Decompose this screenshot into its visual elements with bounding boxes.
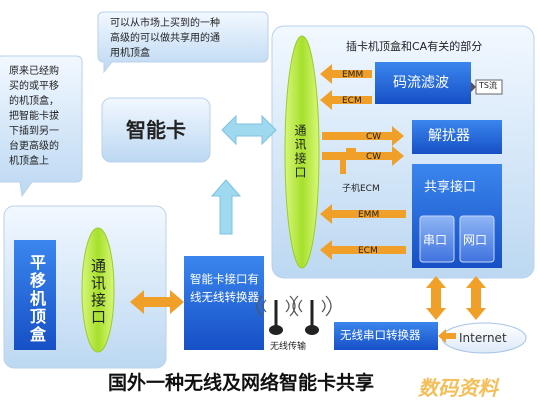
antenna-right-icon bbox=[292, 295, 332, 335]
internet-link-arrow bbox=[438, 329, 456, 343]
callout-left-text: 原来已经购 买的或平移 的机顶盒， 把智能卡拔 下插到另一 台更高级的 机顶盒上 bbox=[9, 66, 59, 167]
card-wireless-converter-block bbox=[184, 256, 264, 350]
comm-interface-ellipse bbox=[284, 35, 320, 269]
cw-label-2: CW bbox=[366, 152, 382, 162]
ts-stream-label: TS流 bbox=[479, 81, 497, 90]
smart-card-box bbox=[101, 97, 211, 163]
wireless-transmission-label: 无线传输 bbox=[270, 342, 307, 352]
cw-arrow-2 bbox=[322, 146, 404, 174]
network-port-label: 网口 bbox=[463, 233, 488, 247]
serial-port-label: 串口 bbox=[423, 233, 448, 247]
wireless-serial-converter-block bbox=[334, 322, 438, 350]
old-comm-interface-ellipse bbox=[81, 227, 115, 353]
converter-label: 智能卡接口有线无线转换器 bbox=[190, 272, 259, 304]
emm-arrow-top bbox=[320, 64, 372, 84]
network-port-block bbox=[459, 215, 495, 263]
ecm-arrow-bottom bbox=[320, 240, 406, 260]
descrambler-block bbox=[412, 120, 502, 154]
callout-top-text: 可以从市场上买到的一种 高级的可以做共享用的通 用机顶盒 bbox=[110, 18, 220, 59]
old-stb-block bbox=[14, 240, 56, 350]
share-interface-label: 共享接口 bbox=[424, 180, 477, 195]
descrambler-filter-block bbox=[375, 62, 471, 104]
ecm-label-top: ECM bbox=[342, 96, 362, 106]
serial-port-block bbox=[419, 215, 455, 263]
emm-label-top: EMM bbox=[342, 70, 364, 80]
ecm-label-bottom: ECM bbox=[358, 246, 378, 256]
stb-title: 插卡机顶盒和CA有关的部分 bbox=[346, 40, 483, 53]
smart-card-label: 智能卡 bbox=[126, 118, 186, 142]
descrambler-filter-label: 码流滤波 bbox=[393, 75, 449, 91]
sub-ecm-label: 子机ECM bbox=[342, 184, 380, 194]
ts-stream-arrow bbox=[471, 82, 476, 92]
descrambler-label: 解扰器 bbox=[428, 128, 470, 144]
cw-label-1: CW bbox=[366, 132, 382, 142]
share-to-wireless-serial-arrow bbox=[426, 276, 446, 320]
smart-card-bidir-arrow bbox=[221, 114, 277, 146]
share-to-internet-arrow bbox=[466, 276, 486, 320]
up-arrow-to-smart-card bbox=[210, 179, 242, 235]
internet-label: Internet bbox=[459, 331, 507, 345]
antenna-left-icon bbox=[256, 295, 296, 335]
wireless-serial-converter-label: 无线串口转换器 bbox=[340, 328, 421, 342]
watermark: 数码资料 bbox=[418, 376, 498, 400]
cw-arrow-1 bbox=[322, 126, 404, 146]
diagram-title: 国外一种无线及网络智能卡共享 bbox=[108, 372, 375, 394]
ecm-arrow-top bbox=[320, 90, 372, 110]
old-stb-label: 平移机顶盒 bbox=[27, 254, 46, 344]
old-comm-interface-label: 通讯接口 bbox=[89, 258, 107, 326]
emm-label-bottom: EMM bbox=[358, 210, 380, 220]
callout-top-shape bbox=[97, 11, 269, 74]
emm-arrow-bottom bbox=[320, 204, 406, 224]
comm-interface-label: 通讯接口 bbox=[293, 124, 307, 180]
callout-left-shape bbox=[0, 55, 83, 198]
old-stb-to-converter-arrow bbox=[130, 290, 184, 314]
